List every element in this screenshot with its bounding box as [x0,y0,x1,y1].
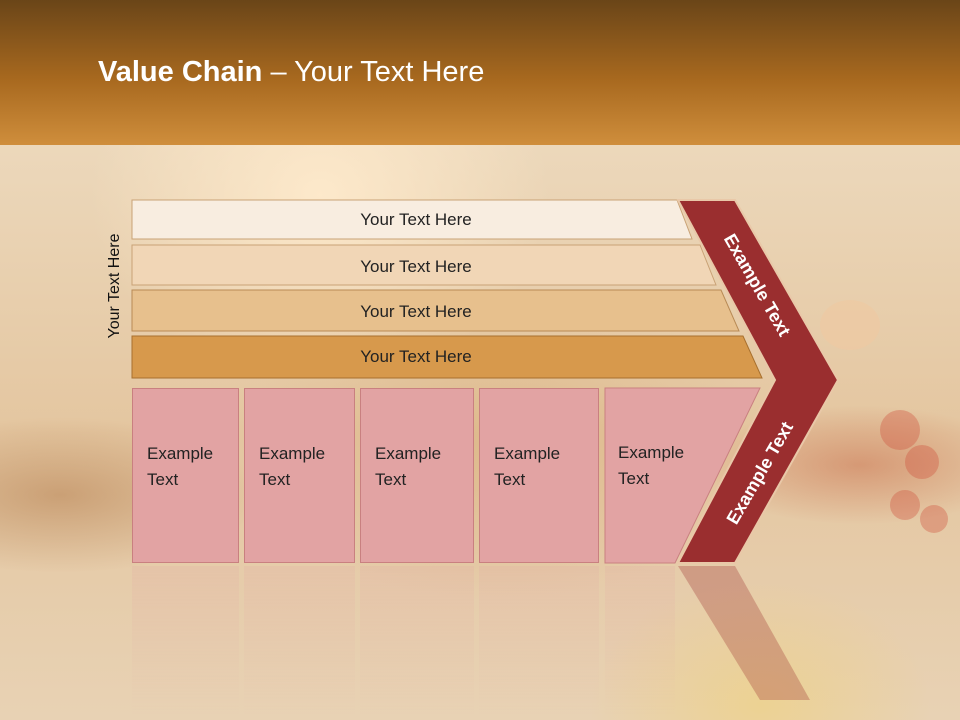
band-2-label: Your Text Here [360,257,472,276]
title-bold: Value Chain [98,56,263,88]
box-4-label: Example Text [494,444,561,489]
box-3: Example Text [360,388,474,563]
box-4: Example Text [479,388,599,563]
box-2-label: Example Text [259,444,326,489]
box-5-shape [604,387,761,564]
box-5: Example Text [618,440,684,492]
reflection-box [132,566,239,716]
title-rest: – Your Text Here [262,56,485,88]
reflection-box [605,566,675,716]
band-3-label: Your Text Here [360,302,472,321]
box-5-label: Example Text [618,443,685,488]
header-bar [0,0,960,145]
reflection-box [479,566,599,716]
reflection-box [360,566,474,716]
band-3-shape [131,289,740,332]
band-2-shape [131,244,717,286]
chevron-reflection [678,566,810,700]
band-4-shape [131,335,763,379]
chevron-arrow [676,199,840,564]
box-1: Example Text [132,388,239,563]
band-4-label: Your Text Here [360,347,472,366]
box-2: Example Text [244,388,355,563]
band-1-shape [131,199,693,240]
reflection-box [244,566,355,716]
box-3-label: Example Text [375,444,442,489]
box-1-label: Example Text [147,444,214,489]
reflection [0,566,960,716]
page-title: Value Chain – Your Text Here [98,56,484,89]
band-1-label: Your Text Here [360,210,472,229]
